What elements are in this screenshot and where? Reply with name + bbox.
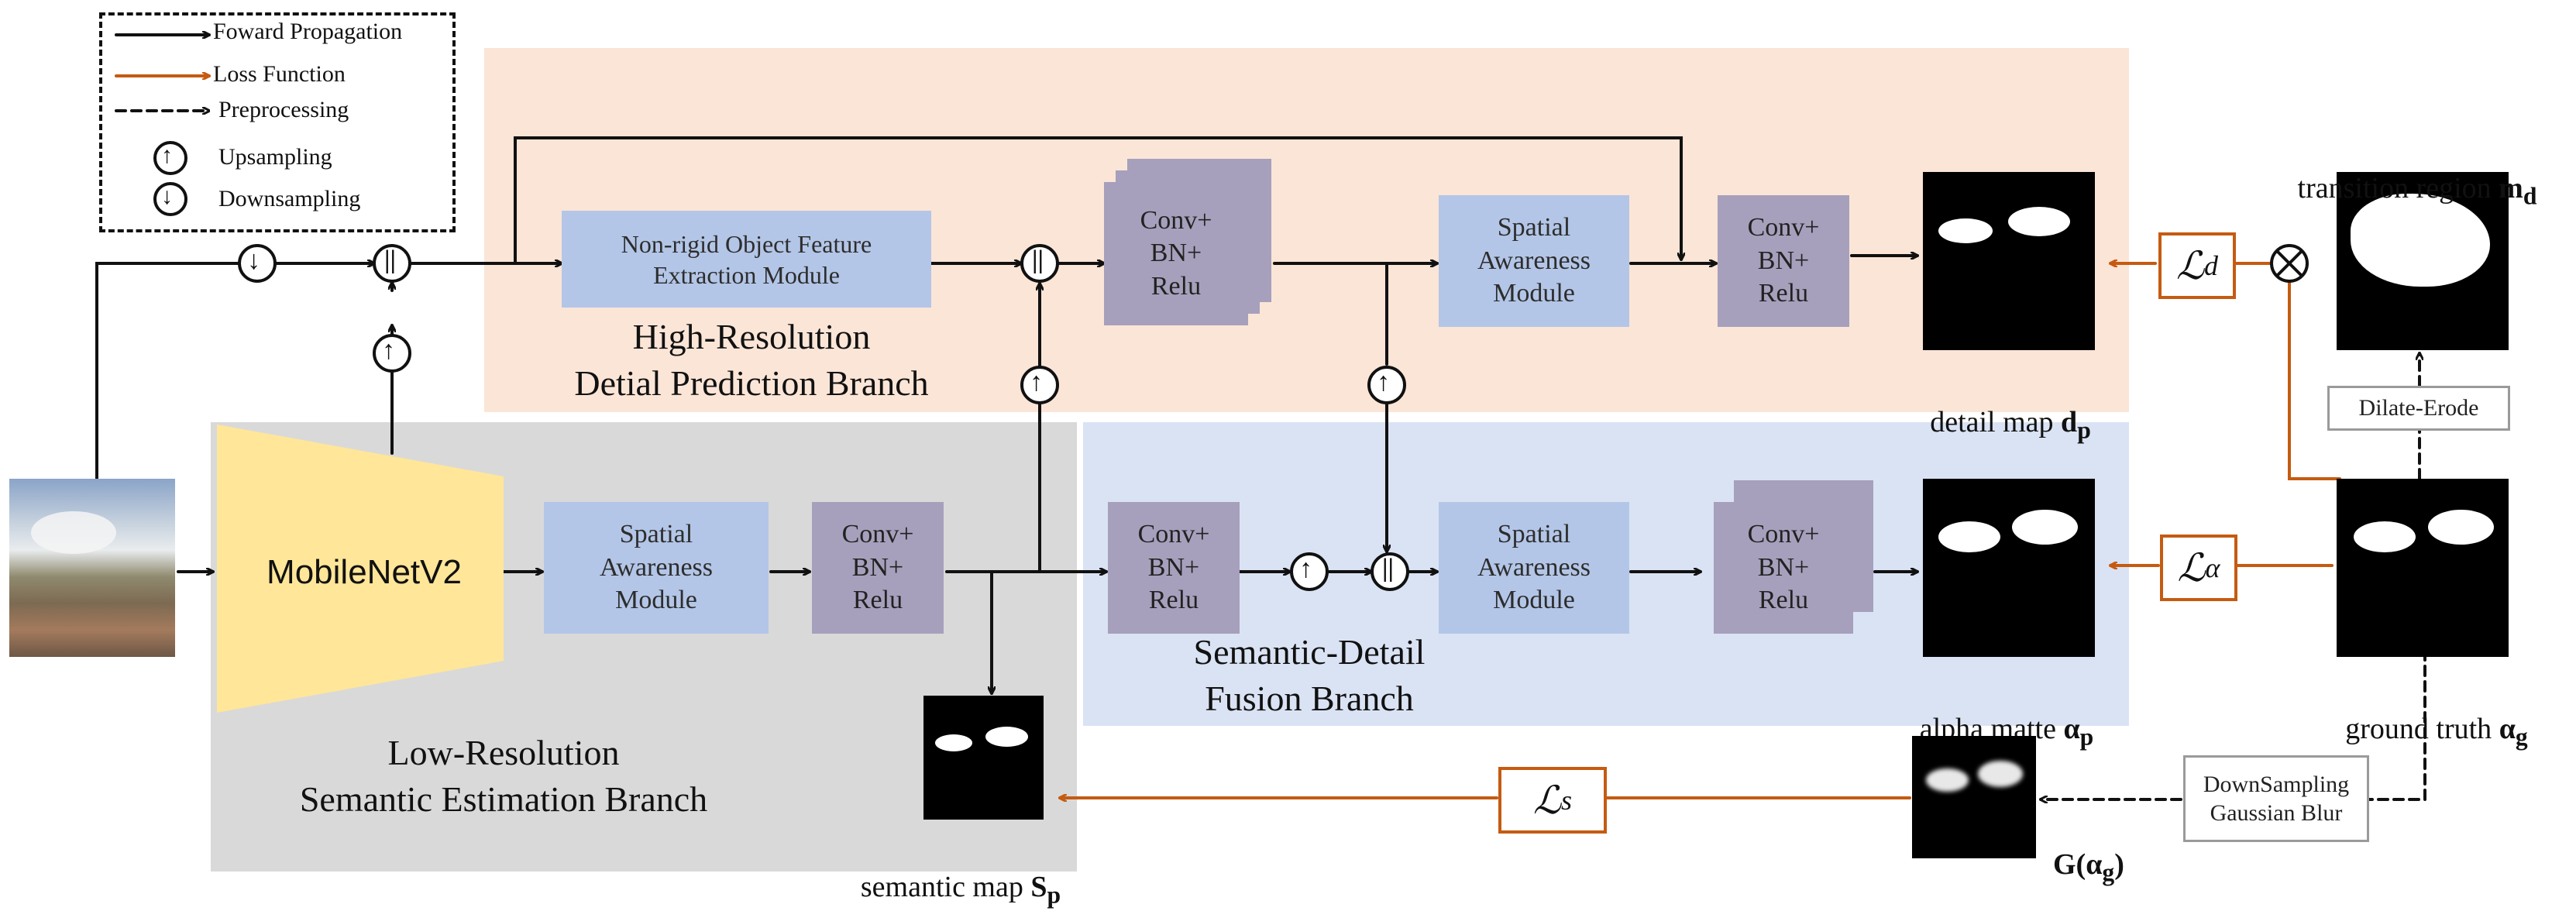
concat-icon-fusion: || bbox=[1382, 554, 1394, 583]
input-image bbox=[9, 479, 175, 657]
conv1-module: Conv+ BN+ Relu bbox=[1104, 182, 1248, 325]
high-res-branch-title: High-Resolution Detial Prediction Branch bbox=[574, 317, 929, 403]
mobilenet-encoder bbox=[217, 425, 504, 713]
sam-fusion-module: Spatial Awareness Module bbox=[1439, 502, 1629, 634]
detail-map-label: detail map dp bbox=[1930, 406, 2091, 444]
dilate-erode-op: Dilate-Erode bbox=[2327, 386, 2510, 431]
fusion-branch-title: Semantic-Detail Fusion Branch bbox=[1193, 632, 1426, 718]
legend-preprocessing-label: Preprocessing bbox=[218, 97, 349, 122]
low-res-branch-title: Low-Resolution Semantic Estimation Branc… bbox=[299, 733, 708, 819]
upsample-icon-high: ↑ bbox=[1030, 368, 1043, 397]
nofe-module: Non-rigid Object Feature Extraction Modu… bbox=[562, 211, 931, 308]
upsample-icon-fusion: ↑ bbox=[1299, 555, 1312, 583]
upsample-icon-input: ↑ bbox=[382, 336, 395, 365]
concat-icon-high: || bbox=[1032, 246, 1044, 274]
semantic-map-image bbox=[923, 696, 1044, 820]
mobilenet-label: MobileNetV2 bbox=[267, 553, 462, 591]
detail-map-image bbox=[1923, 172, 2095, 350]
sam-high-module: Spatial Awareness Module bbox=[1439, 195, 1629, 327]
downsample-icon: ↓ bbox=[247, 246, 260, 275]
alpha-matte-image bbox=[1923, 479, 2095, 657]
blurred-gt-image bbox=[1912, 736, 2036, 858]
connector-layer bbox=[95, 0, 2426, 884]
legend-up-icon: ↑ bbox=[161, 143, 173, 168]
legend-downsampling-label: Downsampling bbox=[218, 186, 361, 211]
conv-high2-module: Conv+ BN+ Relu bbox=[1718, 195, 1849, 327]
ground-truth-label: ground truth αg bbox=[2345, 713, 2528, 751]
legend-upsampling-label: Upsampling bbox=[218, 144, 332, 170]
legend-forward-label: Foward Propagation bbox=[213, 19, 403, 44]
conv-fusion2-module: Conv+ BN+ Relu bbox=[1714, 502, 1853, 634]
transition-region-label: transition region md bbox=[2297, 172, 2537, 210]
conv-fusion1-module: Conv+ BN+ Relu bbox=[1108, 502, 1240, 634]
ground-truth-image bbox=[2337, 479, 2509, 657]
legend-down-icon: ↓ bbox=[161, 184, 173, 209]
input-image-smoke bbox=[31, 511, 116, 554]
transition-region-image bbox=[2337, 172, 2509, 350]
sam-low-module: Spatial Awareness Module bbox=[544, 502, 769, 634]
downsample-blur-op: DownSampling Gaussian Blur bbox=[2183, 755, 2369, 842]
blurred-gt-label: G(αg) bbox=[2053, 848, 2124, 886]
semantic-map-label: semantic map Sp bbox=[860, 871, 1061, 909]
concat-icon-top: || bbox=[384, 246, 396, 274]
conv-low-module: Conv+ BN+ Relu bbox=[812, 502, 944, 634]
legend-loss-label: Loss Function bbox=[213, 61, 346, 87]
upsample-icon-mid: ↑ bbox=[1377, 368, 1390, 397]
